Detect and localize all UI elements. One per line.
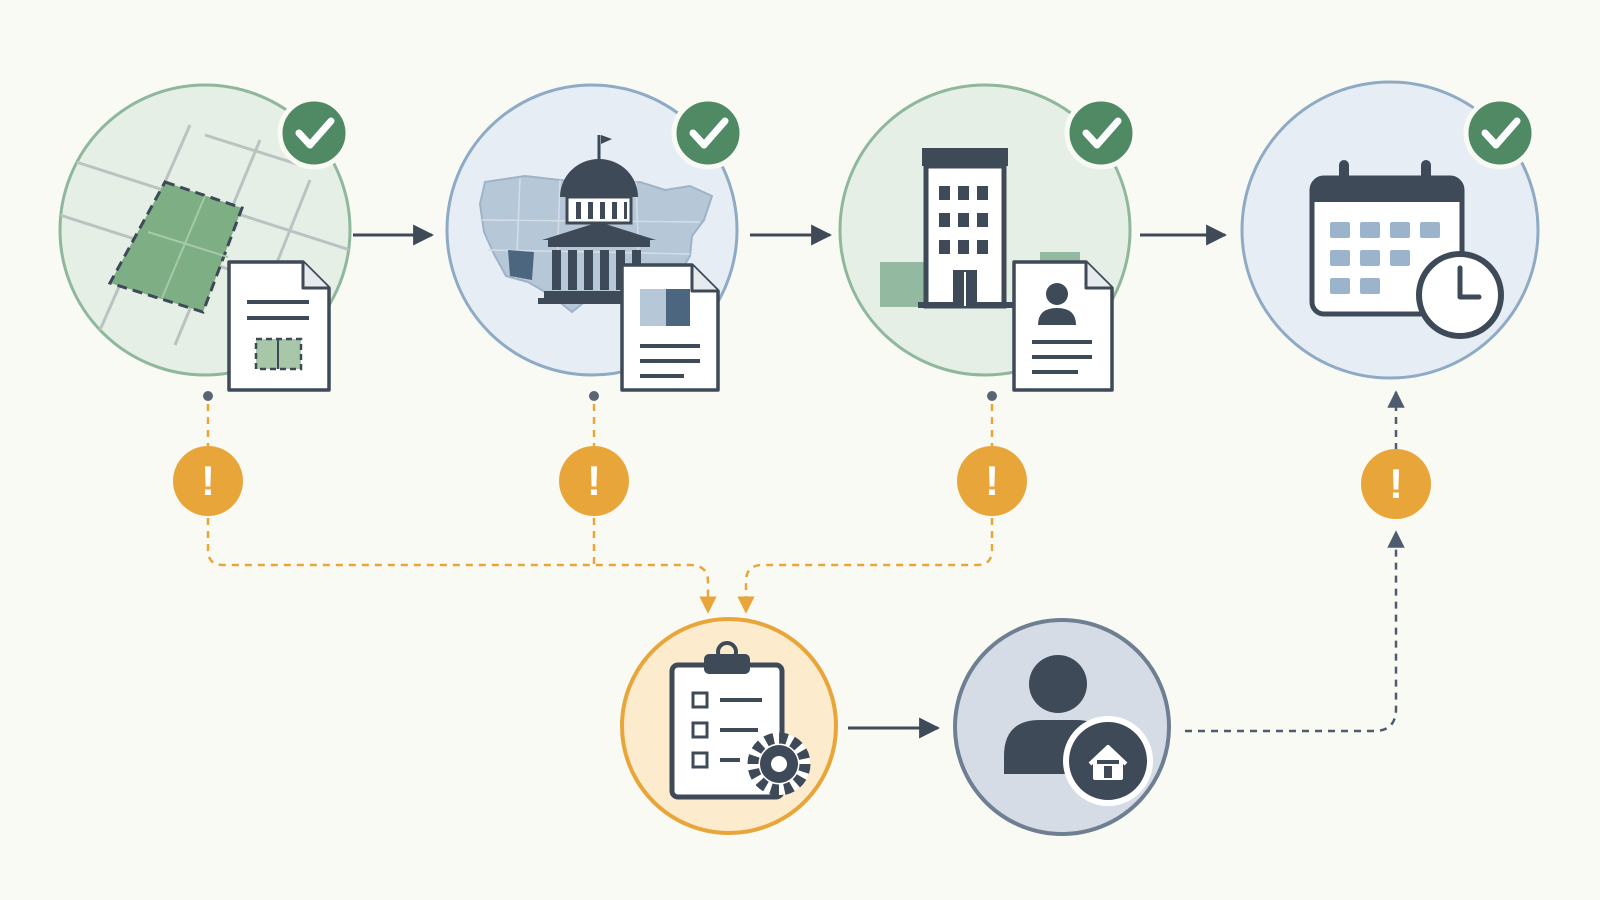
profile-document-icon	[1012, 260, 1114, 392]
homeowner-node[interactable]	[953, 618, 1171, 836]
issue-paths	[206, 404, 994, 614]
warning-icon[interactable]: !	[559, 446, 629, 516]
step-parcel[interactable]	[58, 83, 352, 392]
home-icon	[1063, 716, 1153, 806]
gear-icon	[747, 732, 811, 796]
warning-symbol: !	[1389, 460, 1403, 507]
issue-path-left	[206, 518, 717, 614]
office-building-icon	[880, 148, 1080, 309]
issue-markers: ! ! ! !	[173, 446, 1431, 519]
step-local-office[interactable]	[838, 83, 1138, 392]
return-path	[1185, 390, 1405, 733]
warning-symbol: !	[587, 457, 601, 504]
step-schedule-check-icon	[1463, 96, 1537, 170]
warning-symbol: !	[201, 457, 215, 504]
step-state-government-check-icon	[671, 96, 745, 170]
clock-icon	[1416, 251, 1504, 339]
warning-symbol: !	[985, 457, 999, 504]
capitol-building-icon	[538, 135, 660, 304]
warning-icon[interactable]: !	[1361, 449, 1431, 519]
review-checklist-node[interactable]	[620, 617, 838, 835]
step-local-office-check-icon	[1064, 96, 1138, 170]
main-flow-arrows	[353, 224, 1228, 739]
warning-icon[interactable]: !	[957, 446, 1027, 516]
step-schedule[interactable]	[1240, 80, 1540, 380]
anchor-dots	[203, 391, 997, 401]
state-document-icon	[620, 263, 720, 392]
parcel-document-icon	[227, 260, 331, 392]
issue-path-right	[737, 518, 994, 614]
warning-icon[interactable]: !	[173, 446, 243, 516]
step-parcel-check-icon	[277, 96, 351, 170]
step-state-government[interactable]	[445, 83, 745, 392]
